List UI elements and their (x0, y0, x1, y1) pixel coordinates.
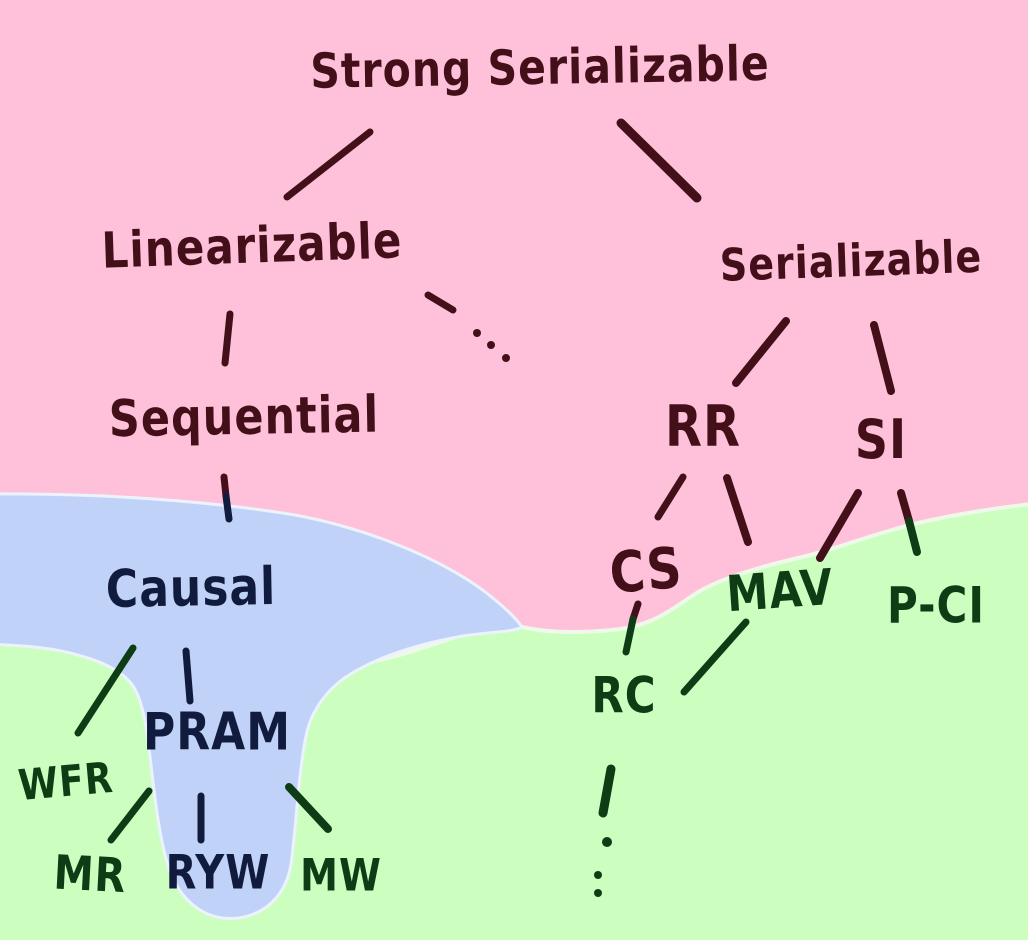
edge-causal-to-wfr (74, 644, 137, 737)
edge-rc-continuation-dash (598, 764, 616, 818)
edge-serializable-to-rr (732, 317, 790, 387)
linearizable-ellipsis-dot-2 (487, 341, 495, 349)
node-sequential: Sequential (108, 385, 380, 450)
edge-si-to-mav (816, 489, 862, 562)
node-rc: RC (591, 666, 657, 725)
edge-pram-to-mw (285, 783, 332, 833)
edge-si-to-pci-lower (905, 517, 921, 556)
edge-rr-to-mav (723, 474, 752, 546)
rc-continuation-dot-3 (594, 889, 602, 897)
edge-sequential-to-causal-lower (222, 492, 233, 523)
node-wfr: WFR (16, 754, 116, 811)
node-causal: Causal (105, 556, 277, 620)
rc-continuation-dot-2 (594, 871, 602, 879)
edge-strong-to-serializable (616, 118, 702, 203)
edge-rc-to-mav (680, 618, 750, 696)
node-si: SI (854, 407, 908, 471)
blue-region (0, 492, 525, 921)
node-serializable: Serializable (718, 230, 984, 292)
node-mw: MW (300, 849, 382, 901)
edges-layer (74, 118, 921, 897)
rc-continuation-dot-1 (602, 837, 612, 847)
node-mr: MR (52, 845, 128, 905)
node-cs: CS (606, 534, 686, 608)
edge-linearizable-ellipsis-dash (424, 291, 457, 314)
node-rr: RR (665, 393, 741, 461)
edge-si-to-pci-upper (897, 489, 913, 525)
node-p-ci: P-CI (887, 576, 985, 635)
edge-causal-to-pram (182, 647, 194, 705)
edge-cs-to-rc-lower (622, 615, 637, 656)
node-strong-serializable: Strong Serializable (309, 35, 771, 100)
linearizable-ellipsis-dot-1 (473, 329, 481, 337)
node-mav: MAV (724, 557, 836, 623)
edge-linearizable-to-sequential (221, 310, 234, 367)
edge-rr-to-cs (654, 473, 687, 521)
linearizable-ellipsis-dot-3 (502, 354, 510, 362)
edge-serializable-to-si (870, 321, 895, 395)
edge-strong-to-linearizable (283, 128, 374, 201)
node-pram: PRAM (143, 702, 291, 763)
node-linearizable: Linearizable (100, 211, 404, 280)
edge-pram-to-mr (107, 787, 153, 844)
node-ryw: RYW (165, 845, 271, 901)
